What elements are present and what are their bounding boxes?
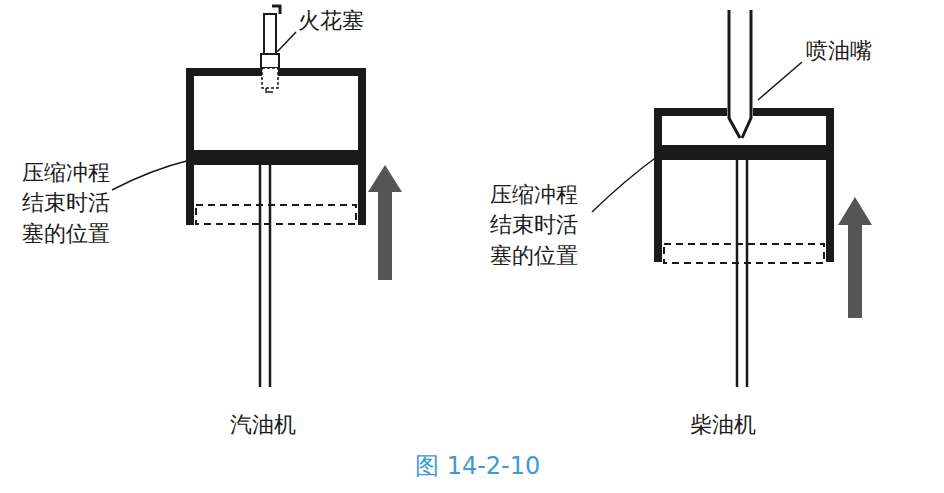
engine-name: 柴油机: [690, 410, 756, 440]
motion-arrow: [368, 165, 402, 280]
part-label: 压缩冲程结束时活塞的位置: [22, 158, 113, 249]
leader-line: [758, 62, 802, 100]
part-label: 压缩冲程结束时活塞的位置: [490, 180, 581, 271]
piston-start-position: [196, 205, 356, 224]
diesel-engine: [592, 10, 872, 387]
gasoline-engine: [112, 6, 402, 387]
connecting-rod: [269, 165, 272, 387]
piston-start-position: [664, 244, 824, 263]
injector-nozzle: [727, 10, 753, 138]
engine-name: 汽油机: [230, 410, 296, 440]
spark-plug: [261, 6, 280, 92]
part-label: 喷油嘴: [806, 36, 872, 66]
leader-line: [112, 160, 190, 190]
connecting-rod: [746, 160, 749, 387]
connecting-rod: [736, 160, 739, 387]
cylinder-wall: [190, 72, 362, 225]
leader-line: [277, 32, 296, 52]
connecting-rod: [259, 165, 262, 387]
motion-arrow: [838, 197, 872, 318]
figure-caption: 图 14-2-10: [415, 450, 540, 483]
piston: [662, 145, 826, 160]
leader-line: [592, 156, 658, 212]
piston: [194, 150, 358, 165]
part-label: 火花塞: [298, 6, 364, 36]
